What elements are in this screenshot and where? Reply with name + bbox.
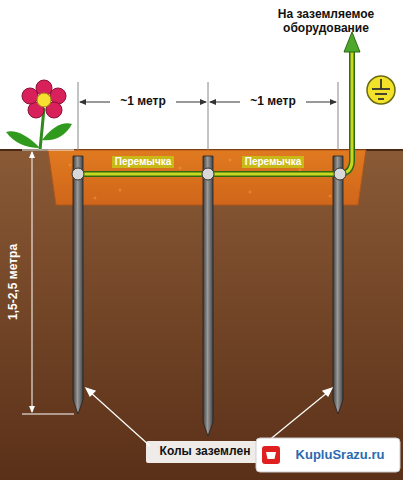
equipment-label: На заземляемое оборудование	[251, 8, 401, 36]
jumper-label: Перемычка	[112, 156, 175, 168]
rods-label: Колы заземлен	[160, 445, 251, 459]
clamps	[72, 168, 346, 180]
leader-arrows	[86, 388, 332, 446]
watermark: KupluSrazu.ru	[296, 448, 385, 463]
dimension-label: ~1 метр	[250, 95, 296, 109]
watermark-logo	[262, 446, 280, 464]
soil	[0, 150, 403, 480]
label-plate	[146, 441, 264, 463]
dimension-label: ~1 метр	[120, 95, 166, 109]
depth-label: 1,5-2,5 метра	[7, 244, 21, 320]
jumper-wire	[78, 32, 360, 174]
jumper-label: Перемычка	[242, 156, 305, 168]
horizontal-dimensions	[78, 82, 338, 150]
ground-rods	[73, 156, 343, 436]
ground-symbol	[367, 76, 395, 104]
watermark-plate	[256, 438, 400, 472]
depth-dimension	[22, 150, 74, 414]
flower	[6, 80, 72, 150]
